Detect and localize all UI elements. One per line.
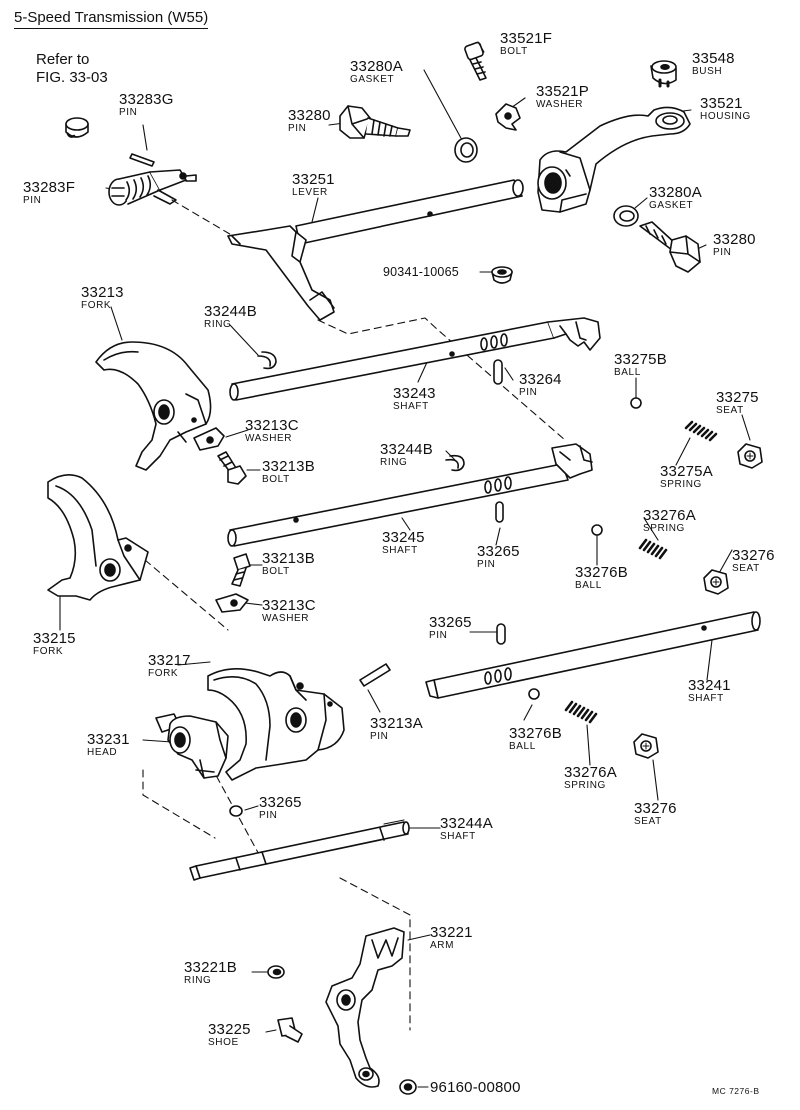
refer-line-2: FIG. 33-03 [36,69,108,86]
small-pin-33283G-icon [129,153,155,167]
lever-33251-icon [227,179,524,321]
pin-33280-top-icon [339,105,411,139]
spring-33276A-top-icon [638,538,668,560]
pin-33283F-icon [108,169,197,206]
fork-33213-icon [95,341,212,471]
ball-33276B-low-icon [528,688,540,700]
part-label-90341-10065: 90341-10065 [383,265,459,279]
gasket-33280A-top-icon [454,137,478,163]
shaft-33244A-icon [189,819,410,881]
shoe-33225-icon [277,1017,303,1043]
ball-33275B-icon [630,397,642,409]
fork-33215-icon [47,474,149,601]
shaft-33241-icon [425,611,761,699]
ball-33276B-top-icon [591,524,603,536]
gasket-33280A-right-icon [613,205,639,227]
seat-33276-top-icon [703,569,729,595]
cap-33283G-icon [65,117,89,138]
pin-33264-icon [493,359,503,385]
figure-reference: Refer to FIG. 33-03 [36,51,108,87]
part-label-96160-00800: 96160-00800 [430,1079,521,1096]
seat-33275-icon [737,443,763,469]
head-33231-icon [155,713,229,779]
pin-33280-right-icon [639,221,701,273]
bush-33548-icon [650,60,677,88]
pin-33265-low-icon [496,623,506,645]
bolt-33213B-top-icon [217,451,247,485]
washer-33213C-low-icon [215,593,249,613]
shaft-33245-icon [227,443,593,547]
pin-33265-mid-icon [495,501,504,523]
shaft-33243-icon [229,317,601,401]
seat-33276-low-icon [633,733,659,759]
bolt-33213B-low-icon [231,553,251,587]
ring-33244B-mid-icon [445,454,465,472]
housing-33521-icon [537,106,691,213]
spring-33275A-icon [684,420,718,442]
clip-96160-00800-icon [399,1079,417,1095]
bolt-33521F-icon [464,41,487,81]
ring-33244B-top-icon [257,351,277,370]
washer-33213C-top-icon [193,427,225,451]
leader-lines [59,41,751,1088]
assembly-dashed-lines [142,199,566,1031]
pin-33265-head-icon [229,805,243,817]
arm-33221-icon [325,927,405,1088]
drawing-code: MC 7276-B [712,1086,760,1096]
fork-33217-icon [207,668,345,781]
washer-33521P-icon [495,103,521,131]
plug-90341-10065-icon [491,266,513,284]
pin-33213A-icon [359,663,391,687]
spring-33276A-low-icon [564,700,598,724]
ring-33221B-icon [267,965,285,979]
refer-line-1: Refer to [36,51,90,68]
diagram-title: 5-Speed Transmission (W55) [14,10,209,29]
